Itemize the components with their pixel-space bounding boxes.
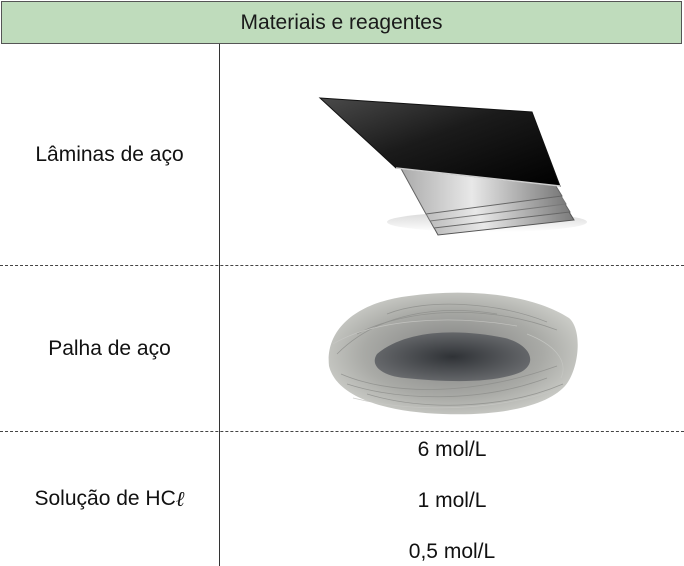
table-header: Materiais e reagentes	[1, 1, 682, 44]
column-divider	[219, 44, 220, 566]
row-label-steel-sheets: Lâminas de aço	[0, 44, 219, 265]
steel-wool-cell	[220, 266, 684, 431]
script-l-symbol: ℓ	[175, 486, 185, 511]
row-divider-1	[0, 265, 684, 266]
row-label-text: Lâminas de aço	[35, 142, 184, 166]
steel-wool-image	[328, 292, 578, 414]
table-header-title: Materiais e reagentes	[240, 10, 443, 34]
concentration-value: 0,5 mol/L	[408, 540, 496, 563]
row-label-text: Solução de HC	[34, 487, 176, 510]
row-label-steel-wool: Palha de aço	[0, 266, 219, 431]
row-divider-2	[0, 431, 684, 432]
concentration-list: 6 mol/L 1 mol/L 0,5 mol/L	[220, 438, 684, 564]
steel-sheets-cell	[220, 44, 684, 265]
concentration-value: 1 mol/L	[417, 489, 487, 512]
row-label-text: Palha de aço	[48, 336, 171, 360]
concentration-value: 6 mol/L	[417, 438, 487, 461]
steel-sheets-image	[318, 96, 587, 236]
